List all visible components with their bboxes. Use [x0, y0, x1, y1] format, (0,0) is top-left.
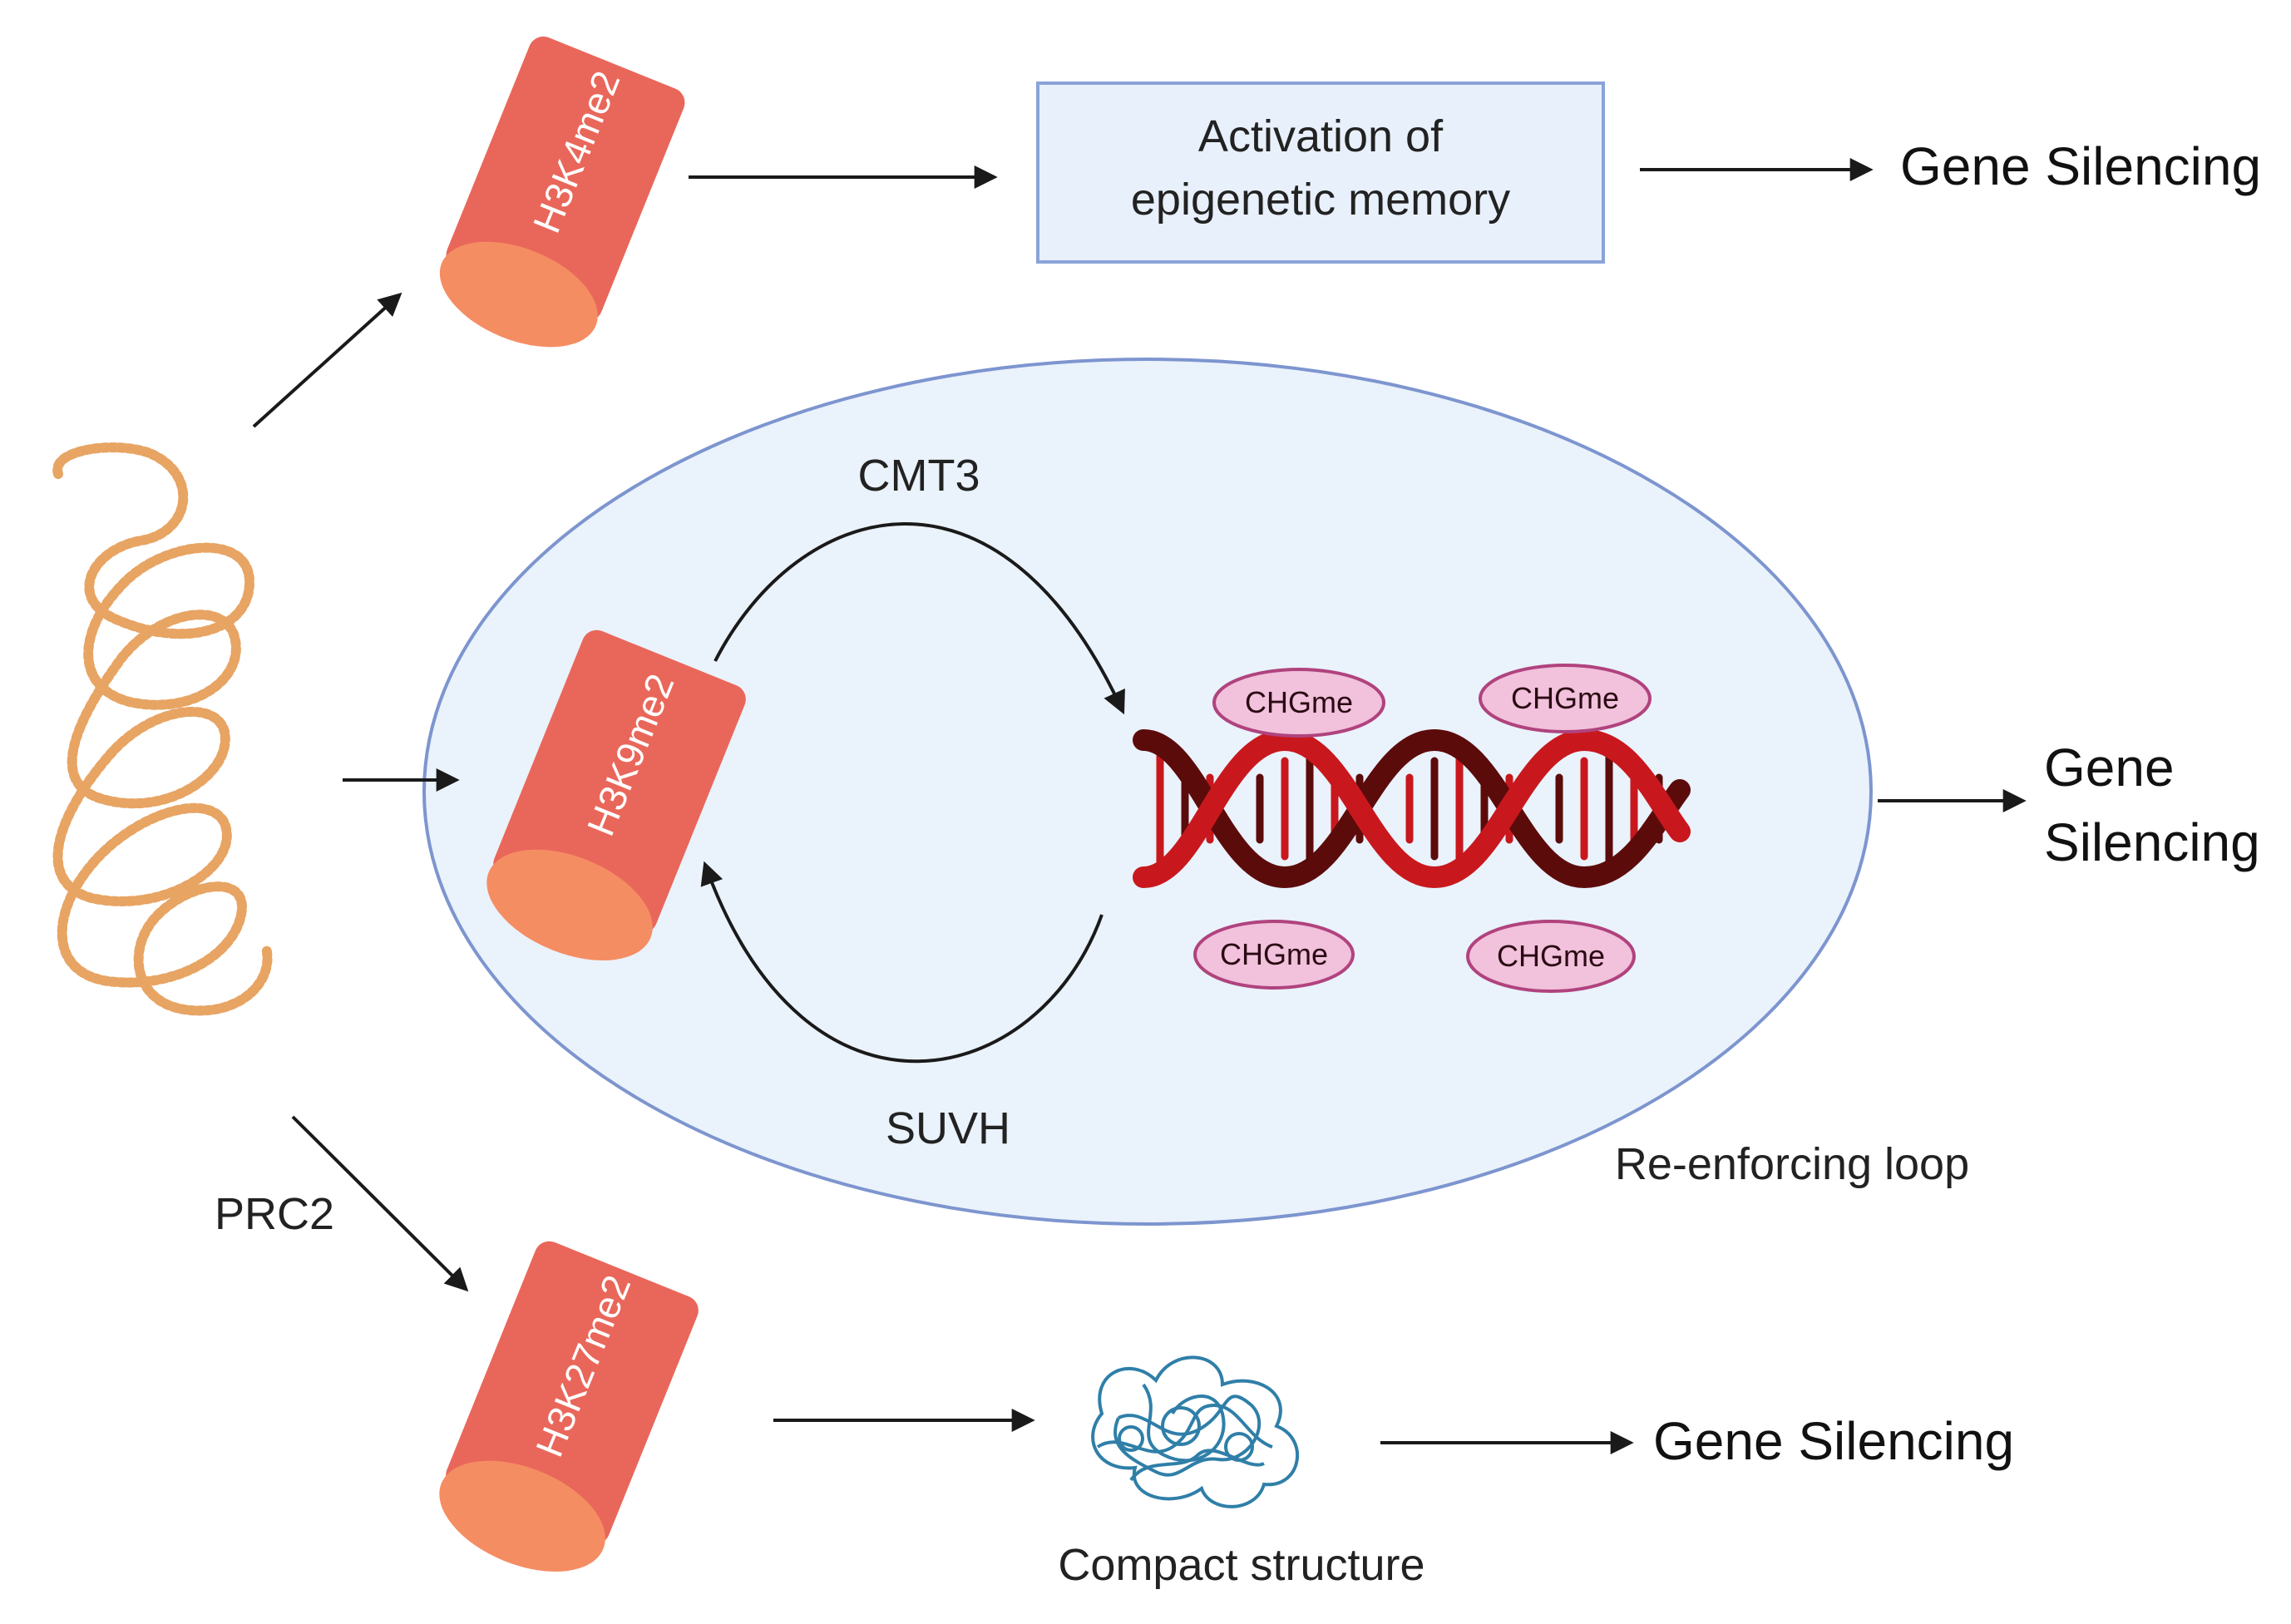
drum-h3k9me2: H3K9me2	[486, 629, 746, 960]
compact-structure-label: Compact structure	[1058, 1540, 1424, 1590]
suvh-label: SUVH	[886, 1103, 1010, 1153]
top-gene-silencing: Gene Silencing	[1900, 136, 2261, 196]
arrow-to-h3k27me2	[291, 1115, 469, 1292]
prc2-label: PRC2	[215, 1189, 334, 1239]
epigenetic-memory-box	[1036, 81, 1605, 264]
middle-gene-label: Gene	[2044, 738, 2175, 797]
chg-tag-4-label: CHGme	[1497, 939, 1605, 973]
memory-line2: epigenetic memory	[1131, 175, 1510, 225]
compact-structure-icon	[1091, 1355, 1299, 1508]
chg-tag-2: CHGme	[1479, 664, 1652, 733]
chg-tag-1-label: CHGme	[1245, 685, 1353, 719]
chg-tag-3: CHGme	[1193, 920, 1355, 990]
cmt3-label: CMT3	[858, 451, 980, 501]
chg-tag-2-label: CHGme	[1511, 681, 1619, 715]
chg-tag-1: CHGme	[1212, 668, 1385, 738]
reinforcing-loop-label: Re-enforcing loop	[1615, 1139, 1969, 1189]
cmt3-arrow	[713, 522, 1125, 715]
reinforcing-loop-ellipse	[422, 358, 1873, 1226]
memory-line1: Activation of	[1198, 111, 1444, 161]
chg-tag-3-label: CHGme	[1220, 937, 1328, 971]
bottom-gene-silencing: Gene Silencing	[1653, 1411, 2014, 1471]
suvh-arrow	[700, 861, 1104, 1064]
chg-tag-4: CHGme	[1466, 920, 1636, 993]
dna-helix	[1133, 728, 1691, 889]
drum-h3k27me2: H3K27me2	[439, 1241, 699, 1572]
drum-h3k4me2: H3K4me2	[439, 36, 685, 348]
arrow-to-h3k4me2	[252, 292, 402, 428]
middle-silencing-label: Silencing	[2044, 812, 2260, 872]
chromatin-fiber	[52, 442, 273, 1016]
